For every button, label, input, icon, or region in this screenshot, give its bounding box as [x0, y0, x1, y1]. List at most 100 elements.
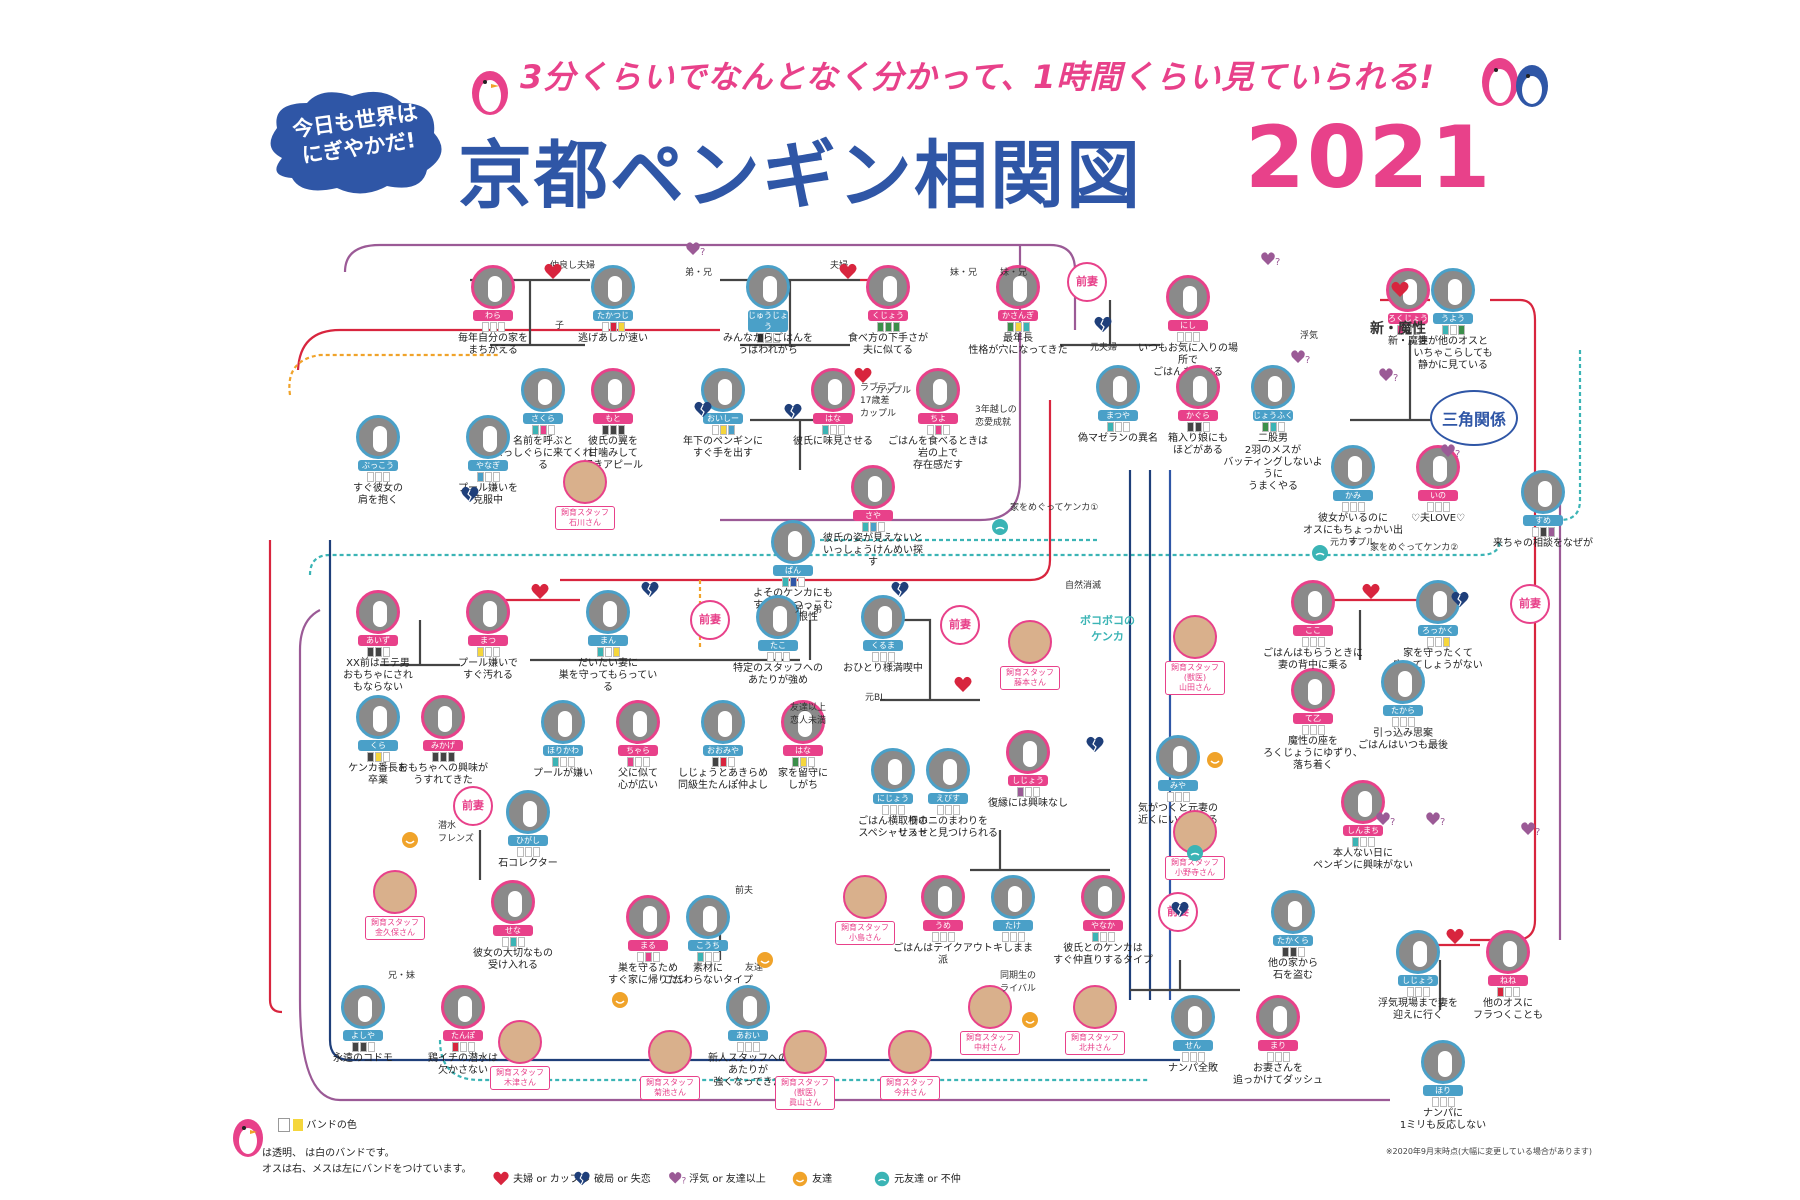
penguin-photo [756, 595, 800, 639]
band-swatch [1261, 422, 1269, 432]
band-swatch [1431, 1097, 1439, 1107]
band-swatch [1192, 332, 1200, 342]
band-colors [490, 937, 536, 947]
penguin-name: えびす [928, 793, 968, 804]
band-swatch [547, 425, 555, 435]
penguin-photo [541, 700, 585, 744]
staff-photo [783, 1030, 827, 1074]
heart-red-icon [1446, 928, 1464, 944]
penguin-photo [341, 985, 385, 1029]
penguin-name: こうち [688, 940, 728, 951]
penguin-note: 来ちゃの相談をなぜが [1493, 538, 1593, 549]
band-swatch [351, 1042, 359, 1052]
penguin-node: まん [585, 590, 631, 657]
band-swatch [1006, 322, 1014, 332]
band-swatch [774, 652, 782, 662]
relation-label: 兄・妹 [388, 971, 416, 981]
penguin-node: あおい [725, 985, 771, 1052]
penguin-node: やなか [1080, 875, 1126, 942]
penguin-name: よしや [343, 1030, 383, 1041]
band-swatch [531, 425, 539, 435]
band-swatch [752, 1042, 760, 1052]
band-colors [1395, 987, 1441, 997]
penguin-photo [686, 895, 730, 939]
penguin-name: たかくら [1273, 935, 1313, 946]
heart-red-icon [1362, 583, 1380, 599]
band-colors [590, 425, 636, 435]
penguin-photo [726, 985, 770, 1029]
band-swatch [634, 757, 642, 767]
penguin-note: 新人スタッフへの あたりが 強くなってきた [708, 1053, 788, 1088]
band-swatch [789, 577, 797, 587]
staff-photo [563, 460, 607, 504]
relation-label: 元カップル [1330, 538, 1376, 548]
relation-label: 友達 [745, 963, 764, 973]
band-swatch [861, 522, 869, 532]
relation-label: カップル [875, 386, 912, 396]
legend-label: 夫婦 or カップル [510, 1174, 590, 1185]
band-swatch [1442, 502, 1450, 512]
band-swatch [366, 472, 374, 482]
legend-band-note2: オスは右、メスは左にバンドをつけています。 [262, 1164, 472, 1175]
penguin-node: ここ [1290, 580, 1336, 647]
staff-name: 飼育スタッフ(獣医) 山田さん [1165, 661, 1225, 695]
relation-label: 兄・弟 [795, 605, 823, 615]
penguin-node: しじょう [1395, 930, 1441, 997]
penguin-node: たけ [990, 875, 1036, 942]
line-family-7 [530, 620, 812, 662]
legend-penguin-icon [233, 1119, 263, 1157]
band-colors [1290, 637, 1336, 647]
smile-orange-icon [1207, 752, 1223, 768]
heart-purple-question-icon: ? [686, 242, 705, 258]
penguin-note: 妻が他のオスと いちゃこらしても 静かに見ている [1413, 336, 1493, 371]
penguin-note: 素材に こだわらないタイプ [663, 963, 753, 986]
ex-wife-badge: 前妻 [940, 605, 980, 645]
penguin-node: ほりかわ [540, 700, 586, 767]
band-colors [340, 1042, 386, 1052]
band-swatch [869, 522, 877, 532]
penguin-name: おいしー [703, 413, 743, 424]
band-colors [990, 932, 1036, 942]
penguin-note: 石コレクター [498, 858, 558, 869]
penguin-node: あいず [355, 590, 401, 657]
penguin-name: みや [1158, 780, 1198, 791]
penguin-photo [811, 368, 855, 412]
staff-node: 飼育スタッフ 北井さん [1065, 985, 1125, 1055]
penguin-node: みや [1155, 735, 1201, 802]
relation-label: 家をめぐってケンカ① [1010, 503, 1099, 513]
penguin-name: せん [1173, 1040, 1213, 1051]
penguin-name: まる [628, 940, 668, 951]
penguin-name: うめ [923, 920, 963, 931]
band-swatch [791, 757, 799, 767]
band-swatch [711, 757, 719, 767]
penguin-note: しじょうとあきらめ 同級生たんぽ仲よし [678, 768, 768, 791]
legend-label: 友達 [809, 1174, 833, 1185]
staff-node: 飼育スタッフ 菊池さん [640, 1030, 700, 1100]
band-swatch [942, 425, 950, 435]
band-swatch [1341, 502, 1349, 512]
band-swatch [1184, 332, 1192, 342]
penguin-name: かさんぎ [998, 310, 1038, 321]
penguin-name: あいず [358, 635, 398, 646]
band-swatch [887, 652, 895, 662]
band-swatch [516, 847, 524, 857]
legend-band: バンドの色 [278, 1116, 357, 1132]
ex-wife-badge: 前妻 [453, 786, 493, 826]
band-swatch [1442, 637, 1450, 647]
staff-name: 飼育スタッフ 北井さん [1065, 1031, 1125, 1055]
band-swatch [1114, 422, 1122, 432]
penguin-name: くじょう [868, 310, 908, 321]
penguin-photo [356, 695, 400, 739]
penguin-name: かぐら [1178, 410, 1218, 421]
staff-name: 飼育スタッフ 藤本さん [1000, 666, 1060, 690]
band-swatch [1016, 787, 1024, 797]
penguin-note: 父に似て 心が広い [618, 768, 658, 791]
penguin-photo [441, 985, 485, 1029]
band-colors [1095, 422, 1141, 432]
penguin-photo [701, 700, 745, 744]
penguin-name: ちゃら [618, 745, 658, 756]
penguin-pair-mascot-icon [1482, 58, 1548, 107]
band-swatch [644, 952, 652, 962]
penguin-note: 最年長 性格が穴になってきた [968, 333, 1068, 356]
